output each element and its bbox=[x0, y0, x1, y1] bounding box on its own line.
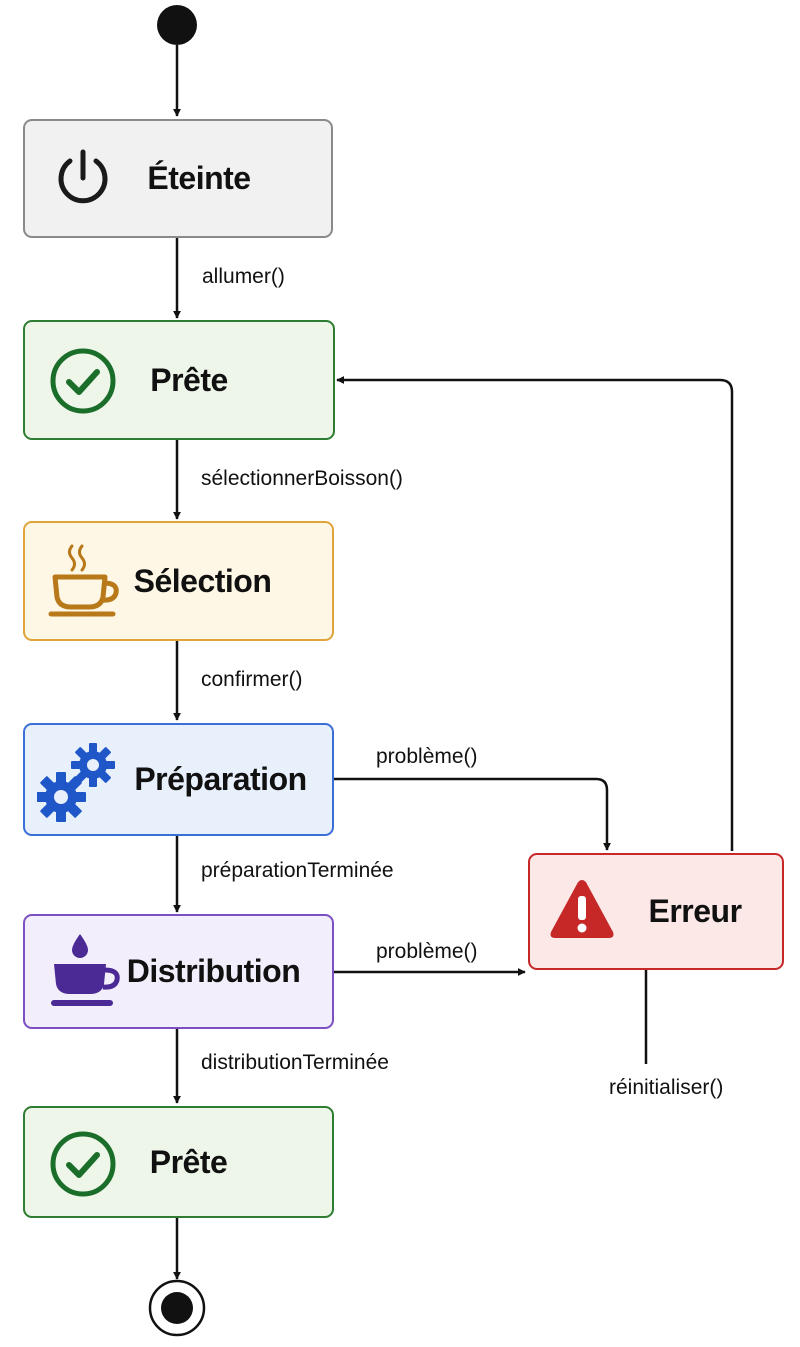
warning-triangle-icon bbox=[546, 873, 618, 945]
check-circle-icon bbox=[47, 1128, 119, 1200]
transition-label-distribution-terminee: distributionTerminée bbox=[201, 1051, 389, 1074]
gears-icon bbox=[37, 735, 121, 825]
state-distribution: Distribution bbox=[23, 914, 334, 1029]
state-title: Distribution bbox=[126, 953, 301, 989]
transition-label-probleme-distribution: problème() bbox=[376, 940, 478, 963]
transition-label-confirmer: confirmer() bbox=[201, 668, 303, 691]
state-preparation: Préparation bbox=[23, 723, 334, 836]
state-title: Erreur bbox=[648, 893, 742, 929]
state-erreur: Erreur bbox=[528, 853, 784, 970]
transition-label-allumer: allumer() bbox=[202, 265, 285, 288]
coffee-cup-drop-icon bbox=[45, 930, 125, 1010]
transition-label-preparation-terminee: préparationTerminée bbox=[201, 859, 394, 882]
transition-label-probleme-preparation: problème() bbox=[376, 745, 478, 768]
transition-label-reinitialiser: réinitialiser() bbox=[609, 1076, 724, 1099]
state-title: Prête bbox=[150, 361, 228, 398]
state-title: Préparation bbox=[134, 761, 307, 797]
coffee-cup-steam-icon bbox=[45, 541, 125, 621]
state-title: Prête bbox=[149, 1143, 228, 1180]
state-title: Éteinte bbox=[147, 160, 251, 196]
state-eteinte: Éteinte bbox=[23, 119, 333, 238]
state-prete-top: Prête bbox=[23, 320, 335, 440]
transition-label-selectionner-boisson: sélectionnerBoisson() bbox=[201, 467, 403, 490]
initial-node bbox=[157, 5, 197, 45]
state-title: Sélection bbox=[133, 562, 272, 599]
state-selection: Sélection bbox=[23, 521, 334, 641]
final-node-dot bbox=[161, 1292, 193, 1324]
check-circle-icon bbox=[47, 345, 119, 417]
state-prete-bottom: Prête bbox=[23, 1106, 334, 1218]
edge-erreur-prete bbox=[336, 376, 734, 851]
edge-preparation-erreur bbox=[334, 777, 611, 851]
power-icon bbox=[47, 143, 119, 215]
